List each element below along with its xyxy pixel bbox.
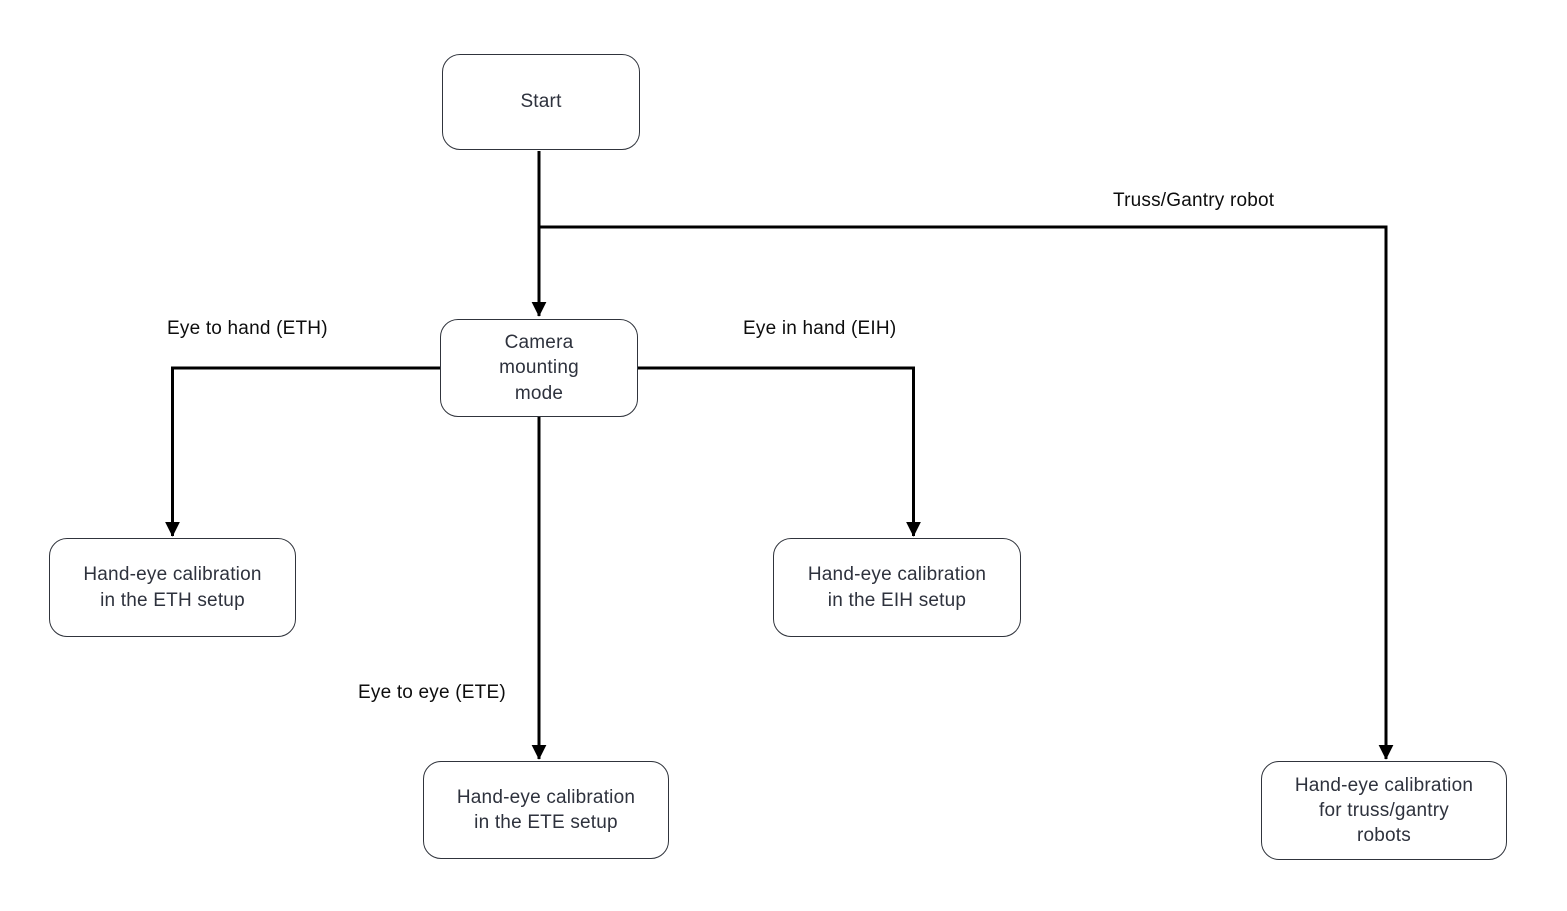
edge-camera-to-eth <box>165 366 440 537</box>
node-eih-setup-label: Hand-eye calibration in the EIH setup <box>807 564 987 611</box>
edge-camera-to-eih <box>638 366 921 537</box>
edge-label-eye-to-hand: Eye to hand (ETH) <box>167 318 328 339</box>
node-ete-setup: Hand-eye calibration in the ETE setup <box>423 761 669 859</box>
node-start-label: Start <box>520 91 562 113</box>
edge-start-to-truss <box>539 225 1394 760</box>
node-start: Start <box>442 54 640 150</box>
edge-label-eye-in-hand: Eye in hand (EIH) <box>743 318 897 339</box>
node-eth-setup-label: Hand-eye calibration in the ETH setup <box>83 564 262 611</box>
node-truss-gantry-label: Hand-eye calibration for truss/gantry ro… <box>1294 774 1474 847</box>
node-ete-setup-label: Hand-eye calibration in the ETE setup <box>456 786 636 833</box>
node-eih-setup: Hand-eye calibration in the EIH setup <box>773 538 1021 637</box>
node-camera-mounting-mode: Camera mounting mode <box>440 319 638 417</box>
edge-label-truss-gantry-robot: Truss/Gantry robot <box>1113 190 1275 211</box>
edge-label-eye-to-eye: Eye to eye (ETE) <box>358 682 506 703</box>
node-eth-setup: Hand-eye calibration in the ETH setup <box>49 538 296 637</box>
node-truss-gantry: Hand-eye calibration for truss/gantry ro… <box>1261 761 1507 860</box>
node-camera-mounting-mode-label: Camera mounting mode <box>499 332 579 404</box>
